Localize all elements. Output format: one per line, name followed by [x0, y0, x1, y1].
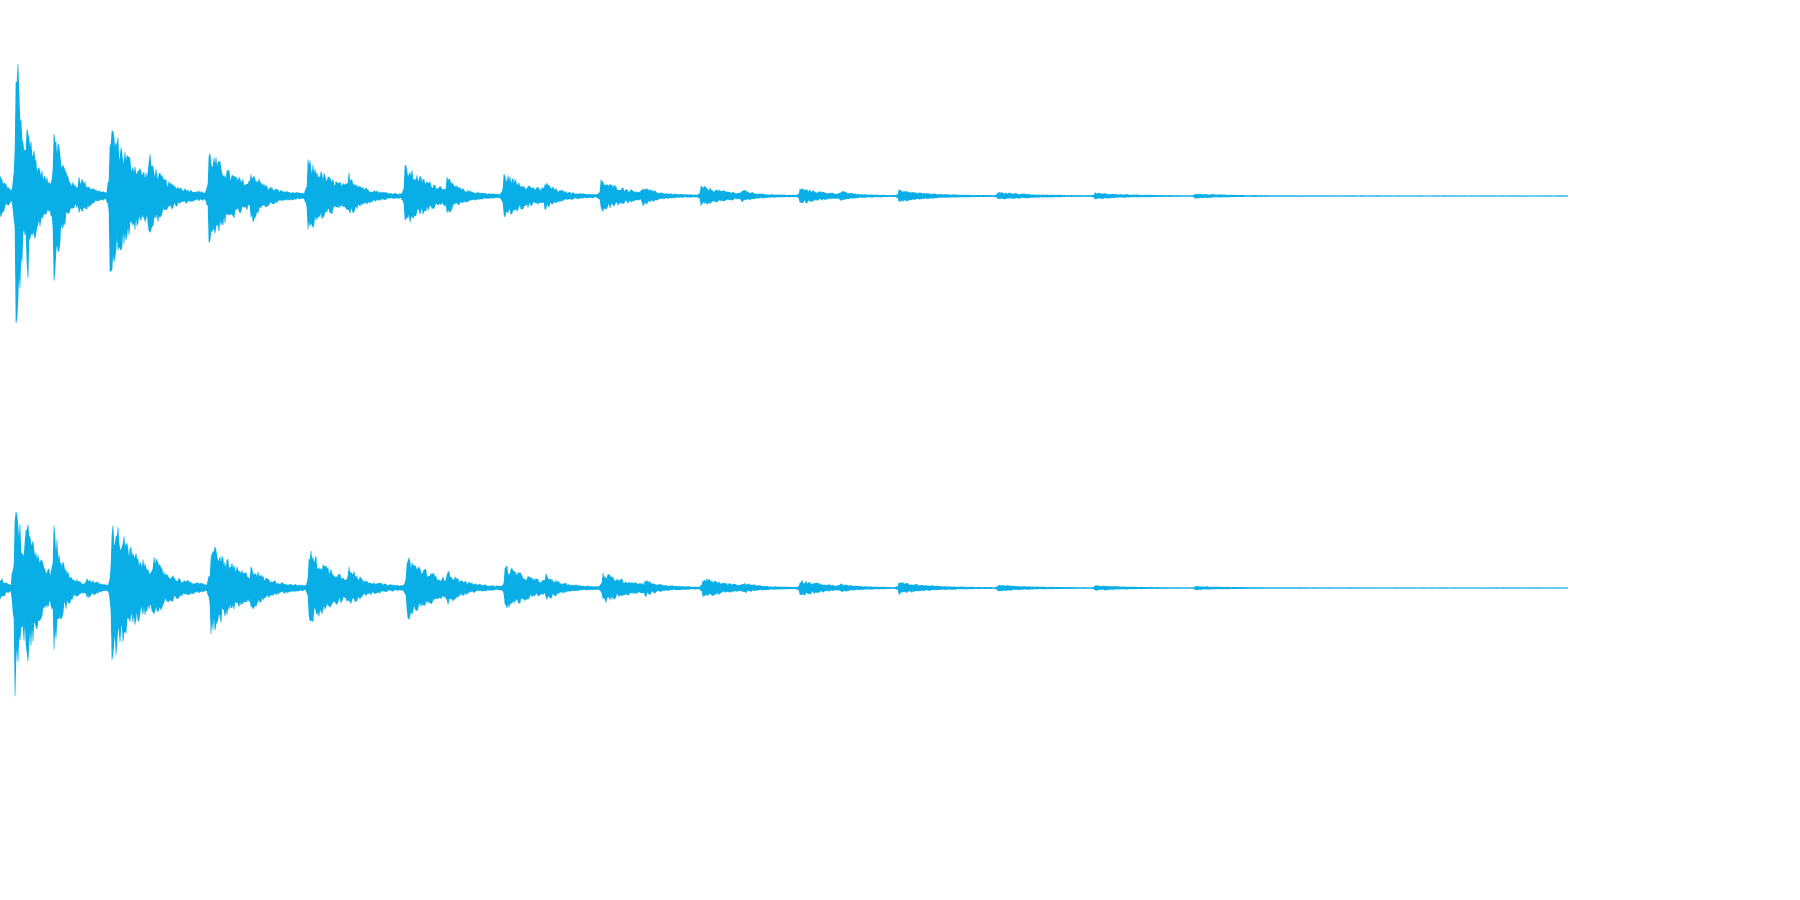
channel-left-envelope — [0, 63, 1568, 324]
waveform-view — [0, 0, 1568, 784]
channel-right-svg — [0, 511, 1568, 697]
channel-left-svg — [0, 63, 1568, 324]
channel-right-waveform — [0, 392, 1568, 784]
channel-right-envelope — [0, 511, 1568, 697]
channel-left-waveform — [0, 0, 1568, 392]
